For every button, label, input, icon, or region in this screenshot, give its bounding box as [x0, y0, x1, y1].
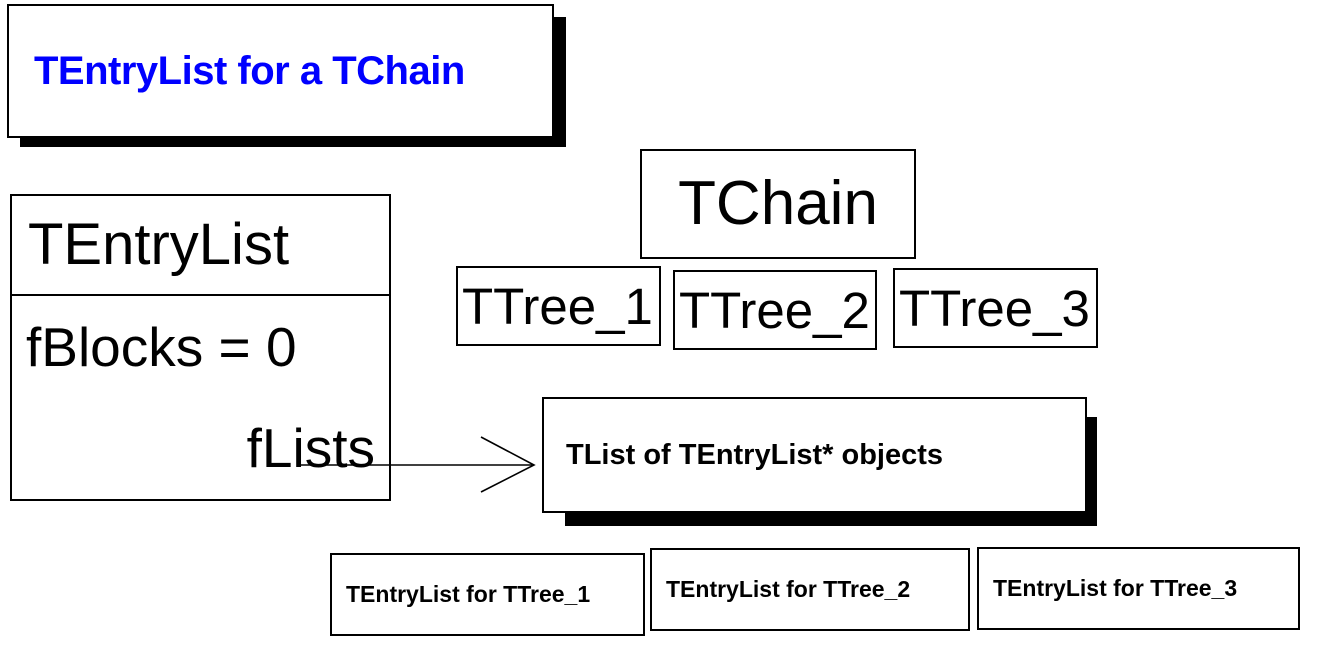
ttree-box-3: TTree_3 — [893, 268, 1098, 348]
tlist-label: TList of TEntryList* objects — [566, 438, 944, 471]
tchain-box: TChain — [640, 149, 916, 259]
leaf-entrylist-label-3: TEntryList for TTree_3 — [993, 575, 1238, 601]
title-box: TEntryList for a TChain — [7, 4, 554, 138]
leaf-entrylist-box-3: TEntryList for TTree_3 — [977, 547, 1300, 630]
ttree-label-3: TTree_3 — [899, 279, 1090, 337]
ttree-label-2: TTree_2 — [679, 281, 870, 339]
ttree-label-1: TTree_1 — [462, 277, 653, 335]
tchain-label: TChain — [678, 169, 878, 238]
leaf-entrylist-label-2: TEntryList for TTree_2 — [666, 576, 911, 602]
page-title: TEntryList for a TChain — [34, 48, 465, 93]
ttree-box-2: TTree_2 — [673, 270, 877, 350]
leaf-entrylist-box-2: TEntryList for TTree_2 — [650, 548, 970, 631]
entrylist-class-name: TEntryList — [28, 212, 290, 277]
ttree-box-1: TTree_1 — [456, 266, 661, 346]
leaf-entrylist-label-1: TEntryList for TTree_1 — [346, 581, 591, 607]
tlist-box: TList of TEntryList* objects — [542, 397, 1087, 513]
leaf-entrylist-box-1: TEntryList for TTree_1 — [330, 553, 645, 636]
entrylist-class-header: TEntryList — [12, 196, 389, 296]
field-flists: fLists — [246, 417, 375, 479]
entrylist-class-box: TEntryList fBlocks = 0 fLists — [10, 194, 391, 501]
field-fblocks: fBlocks = 0 — [26, 316, 297, 378]
entrylist-class-body: fBlocks = 0 fLists — [12, 296, 389, 499]
